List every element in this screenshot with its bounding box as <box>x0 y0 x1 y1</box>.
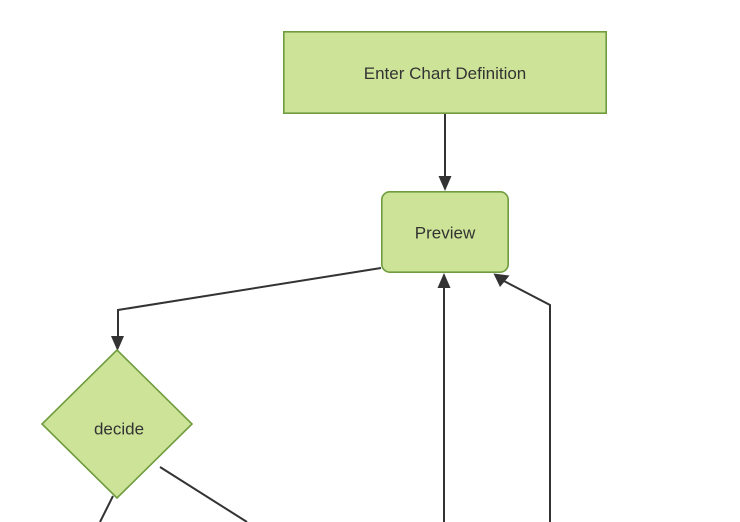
node-layer: Enter Chart Definition Preview decide <box>40 30 607 500</box>
edge-decide-out-bottom-line <box>99 495 114 522</box>
edge-preview-to-decide-arrowhead <box>111 336 124 351</box>
edge-left-return-to-preview <box>437 273 451 522</box>
node-enter-chart-definition-label: Enter Chart Definition <box>364 64 527 83</box>
edge-preview-to-decide-line <box>117 267 382 339</box>
node-preview-label: Preview <box>415 224 476 243</box>
edge-enter-to-preview-arrowhead <box>438 176 452 191</box>
node-enter-chart-definition[interactable]: Enter Chart Definition <box>282 30 607 115</box>
node-decide-shape[interactable] <box>40 348 194 500</box>
edge-layer <box>99 114 551 522</box>
node-decide-label: decide <box>94 420 144 439</box>
edge-decide-out-bottom <box>99 495 114 522</box>
edge-preview-to-decide <box>111 267 382 351</box>
edge-decide-out-right <box>159 466 248 522</box>
node-preview-shape[interactable] <box>380 191 509 274</box>
edge-decide-out-right-line <box>159 466 248 522</box>
edge-right-return-to-preview <box>493 273 551 522</box>
node-preview[interactable]: Preview <box>380 191 509 274</box>
edge-right-return-to-preview-line <box>503 280 551 522</box>
node-enter-chart-definition-shape[interactable] <box>282 30 607 115</box>
node-decide[interactable]: decide <box>40 348 194 500</box>
edge-left-return-to-preview-arrowhead <box>437 273 451 288</box>
edge-enter-to-preview <box>438 114 452 191</box>
edge-right-return-to-preview-arrowhead <box>493 273 510 287</box>
